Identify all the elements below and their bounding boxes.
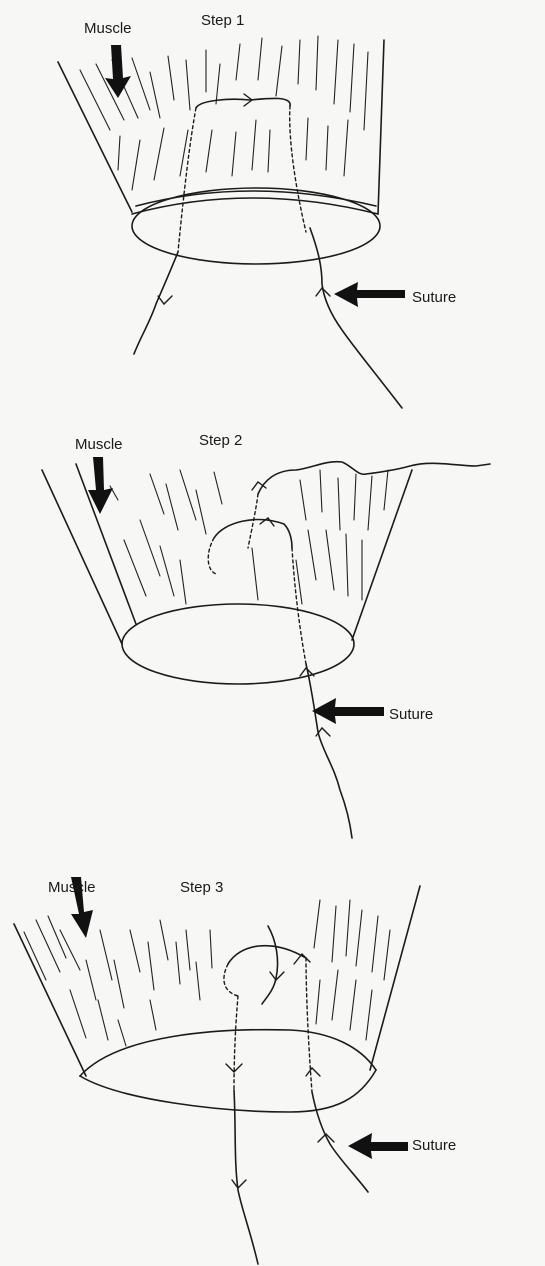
step-2-suture-label: Suture [389,707,433,722]
step-1-muscle-fibers [80,36,368,190]
step-2-muscle-fibers [110,470,388,604]
step-2-muscle-left-edge-2 [76,464,136,624]
step-2-suture-hidden-loop [208,538,216,574]
step-2-suture-tail [306,664,352,838]
step-3-suture-arrow [348,1133,408,1159]
step-3-drawing [14,886,420,1264]
step-1-drawing [58,36,402,408]
step-1-muscle-right-edge [378,40,384,214]
step-3-stump-back [80,1030,376,1076]
step-1-suture-hidden-right [290,106,306,232]
step-3-suture-hidden-left [234,996,238,1090]
step-1-suture-arrow [334,282,405,307]
step-1-suture-label: Suture [412,290,456,305]
step-2-muscle-stump [122,604,354,684]
step-3-muscle-left-edge [14,924,86,1076]
step-1-title: Step 1 [201,13,244,28]
step-1-suture-hidden-left [178,108,196,252]
step-2-muscle-label: Muscle [75,437,123,452]
step-2-title: Step 2 [199,433,242,448]
step-2-muscle-right-edge [352,470,412,640]
step-1-suture-right-tail [310,228,402,408]
step-2-suture-hidden-right [292,548,306,664]
step-3-stump-front [80,1070,376,1112]
step-3-title: Step 3 [180,880,223,895]
step-3-suture-knot-cross [228,946,306,964]
step-2-suture-upper-strand [258,462,490,494]
step-3-suture-left-tail [234,1090,258,1264]
step-3-muscle-label: Muscle [48,880,96,895]
step-3-suture-label: Suture [412,1138,456,1153]
step-3-muscle-right-edge [370,886,420,1070]
step-1-suture-left-tail [134,252,178,354]
step-1-muscle-label: Muscle [84,21,132,36]
step-2-suture-arrow [312,698,384,724]
step-3-suture-knot-vertical [262,926,278,1004]
step-3-suture-hidden-loop [224,964,238,996]
step-1-stump-rim [132,198,378,214]
step-1-suture-loop [196,98,290,108]
step-2-drawing [42,462,490,838]
step-2-suture-hidden-left [248,494,258,548]
step-2-muscle-left-edge [42,470,122,644]
